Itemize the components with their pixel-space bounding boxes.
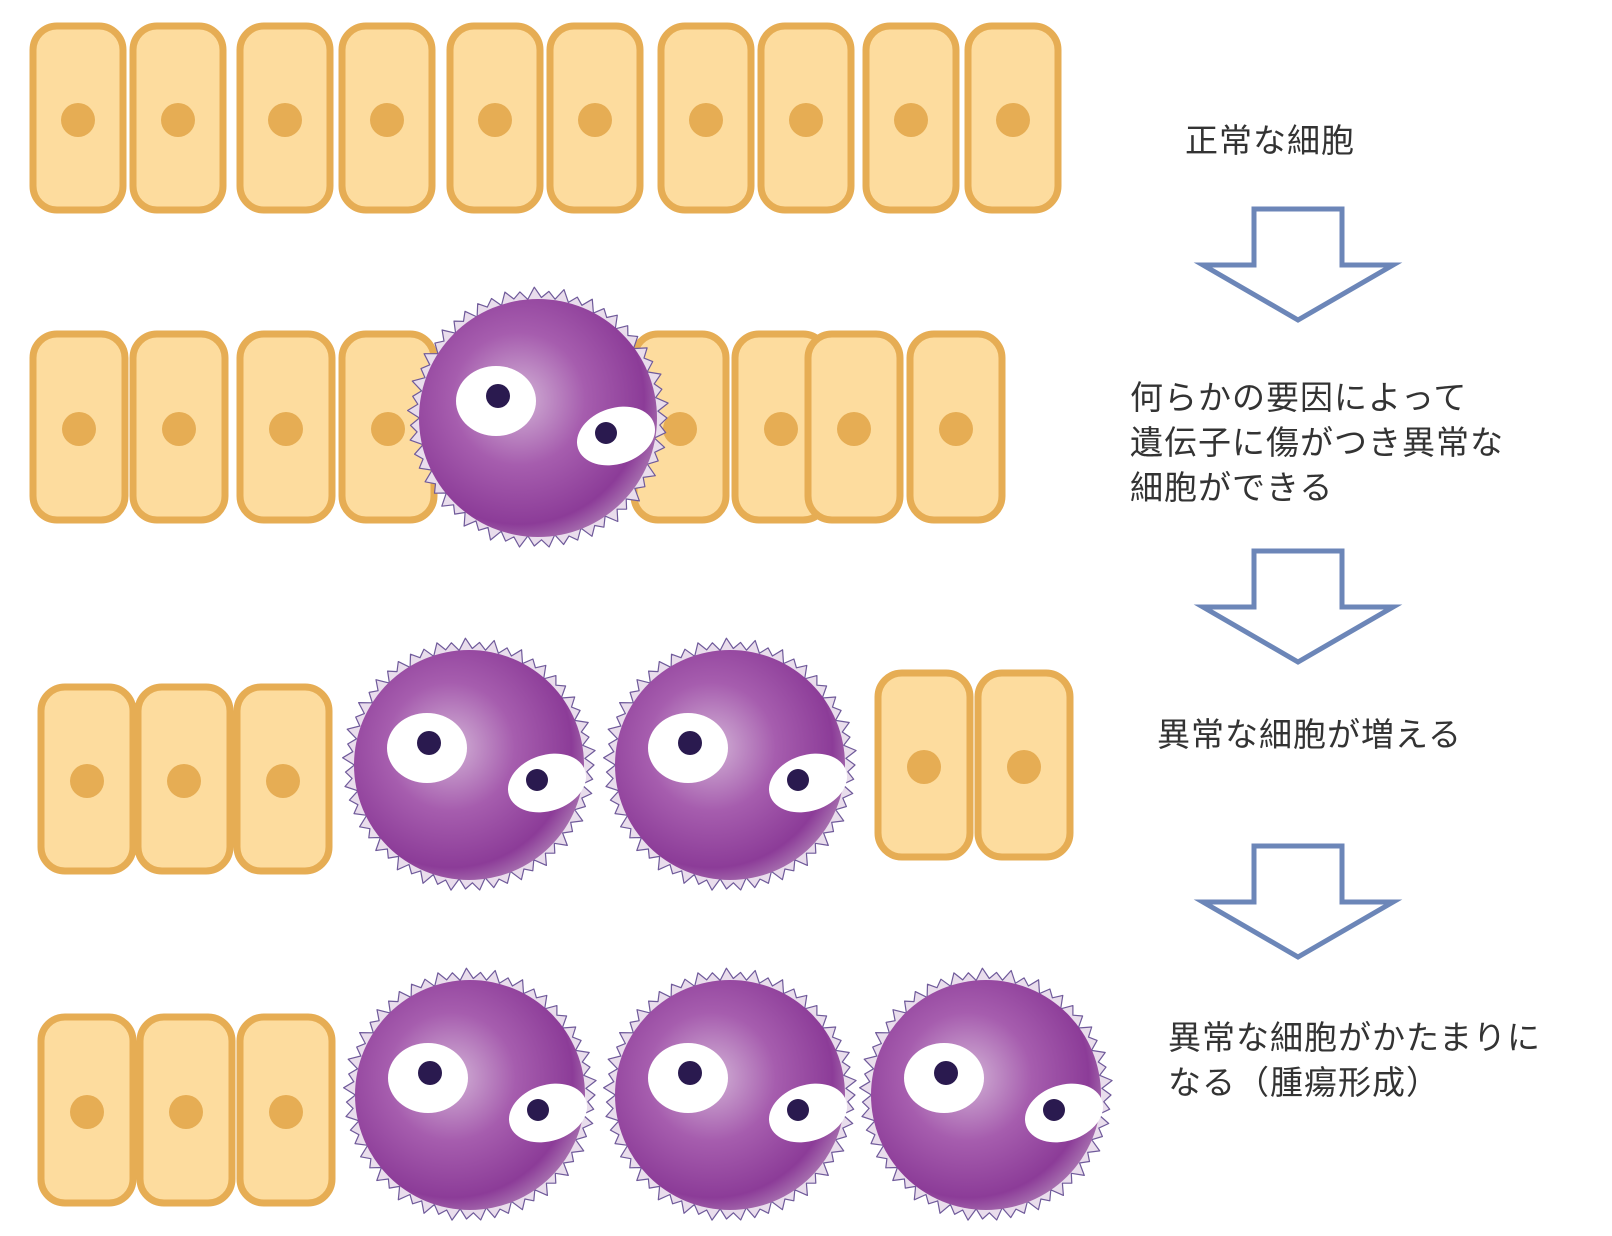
nucleus <box>689 103 723 137</box>
normal-cell <box>236 330 336 524</box>
normal-cell <box>974 669 1074 861</box>
caption-gene-damage: 何らかの要因によって 遺伝子に傷がつき異常な 細胞ができる <box>1130 375 1504 510</box>
normal-cell <box>338 22 436 214</box>
pupil-small <box>787 1099 809 1121</box>
nucleus <box>266 764 300 798</box>
nucleus <box>370 103 404 137</box>
pupil-large <box>678 731 702 755</box>
nucleus <box>269 1095 303 1129</box>
pupil-large <box>418 1061 442 1085</box>
stage-tumor-cells <box>37 967 1113 1221</box>
nucleus <box>61 103 95 137</box>
stage-normal-cells <box>29 22 1062 214</box>
caption-tumor-formation: 異常な細胞がかたまりに なる（腫瘍形成） <box>1168 1015 1541 1105</box>
nucleus <box>169 1095 203 1129</box>
nucleus <box>837 412 871 446</box>
nucleus <box>268 103 302 137</box>
pupil-small <box>527 1099 549 1121</box>
normal-cell <box>906 330 1006 524</box>
down-arrow <box>1193 206 1403 323</box>
normal-cell <box>757 22 855 214</box>
normal-cell <box>233 683 333 875</box>
pupil-large <box>678 1061 702 1085</box>
nucleus <box>62 412 96 446</box>
caption-line: 遺伝子に傷がつき異常な <box>1130 423 1504 462</box>
normal-cell <box>657 22 755 214</box>
nucleus <box>70 1095 104 1129</box>
normal-cell <box>446 22 544 214</box>
normal-cell <box>134 683 234 875</box>
pupil-small <box>787 769 809 791</box>
abnormal-cell <box>342 637 596 891</box>
down-arrow <box>1193 843 1403 960</box>
nucleus <box>996 103 1030 137</box>
nucleus <box>478 103 512 137</box>
caption-line: 正常な細胞 <box>1185 121 1355 160</box>
pupil-small <box>1043 1099 1065 1121</box>
pupil-large <box>417 731 441 755</box>
normal-cell <box>874 669 974 861</box>
normal-cell <box>29 22 127 214</box>
abnormal-cell <box>602 637 857 891</box>
normal-cell <box>129 330 229 524</box>
nucleus <box>1007 750 1041 784</box>
arrow-group <box>1193 206 1403 960</box>
pupil-large <box>934 1061 958 1085</box>
abnormal-cell <box>858 967 1113 1221</box>
normal-cell <box>546 22 644 214</box>
caption-line: 異常な細胞が増える <box>1157 715 1463 754</box>
nucleus <box>371 412 405 446</box>
nucleus <box>162 412 196 446</box>
pupil-large <box>486 384 510 408</box>
nucleus <box>70 764 104 798</box>
normal-cell <box>236 1013 336 1207</box>
normal-cell <box>29 330 129 524</box>
abnormal-cell <box>602 967 857 1221</box>
caption-abnormal-increase: 異常な細胞が増える <box>1157 712 1462 757</box>
normal-cell <box>804 330 904 524</box>
normal-cell <box>862 22 960 214</box>
nucleus <box>167 764 201 798</box>
nucleus <box>894 103 928 137</box>
nucleus <box>269 412 303 446</box>
caption-normal-cells: 正常な細胞 <box>1185 118 1355 163</box>
abnormal-cell <box>343 967 597 1221</box>
normal-cell <box>964 22 1062 214</box>
caption-line: 何らかの要因によって <box>1130 378 1468 417</box>
normal-cell <box>338 330 438 524</box>
nucleus <box>907 750 941 784</box>
normal-cell <box>37 1013 137 1207</box>
normal-cell <box>136 1013 236 1207</box>
normal-cell <box>37 683 137 875</box>
pupil-small <box>595 422 617 444</box>
pupil-small <box>526 769 548 791</box>
caption-line: 異常な細胞がかたまりに <box>1168 1018 1542 1057</box>
down-arrow <box>1193 548 1403 665</box>
nucleus <box>663 412 697 446</box>
stage-damage-cells <box>29 286 1006 548</box>
normal-cell <box>236 22 334 214</box>
abnormal-cell <box>407 286 669 548</box>
nucleus <box>939 412 973 446</box>
normal-cell <box>129 22 227 214</box>
caption-line: なる（腫瘍形成） <box>1168 1063 1440 1102</box>
nucleus <box>789 103 823 137</box>
stage-increase-cells <box>37 637 1074 891</box>
nucleus <box>764 412 798 446</box>
nucleus <box>161 103 195 137</box>
nucleus <box>578 103 612 137</box>
caption-line: 細胞ができる <box>1130 468 1334 507</box>
